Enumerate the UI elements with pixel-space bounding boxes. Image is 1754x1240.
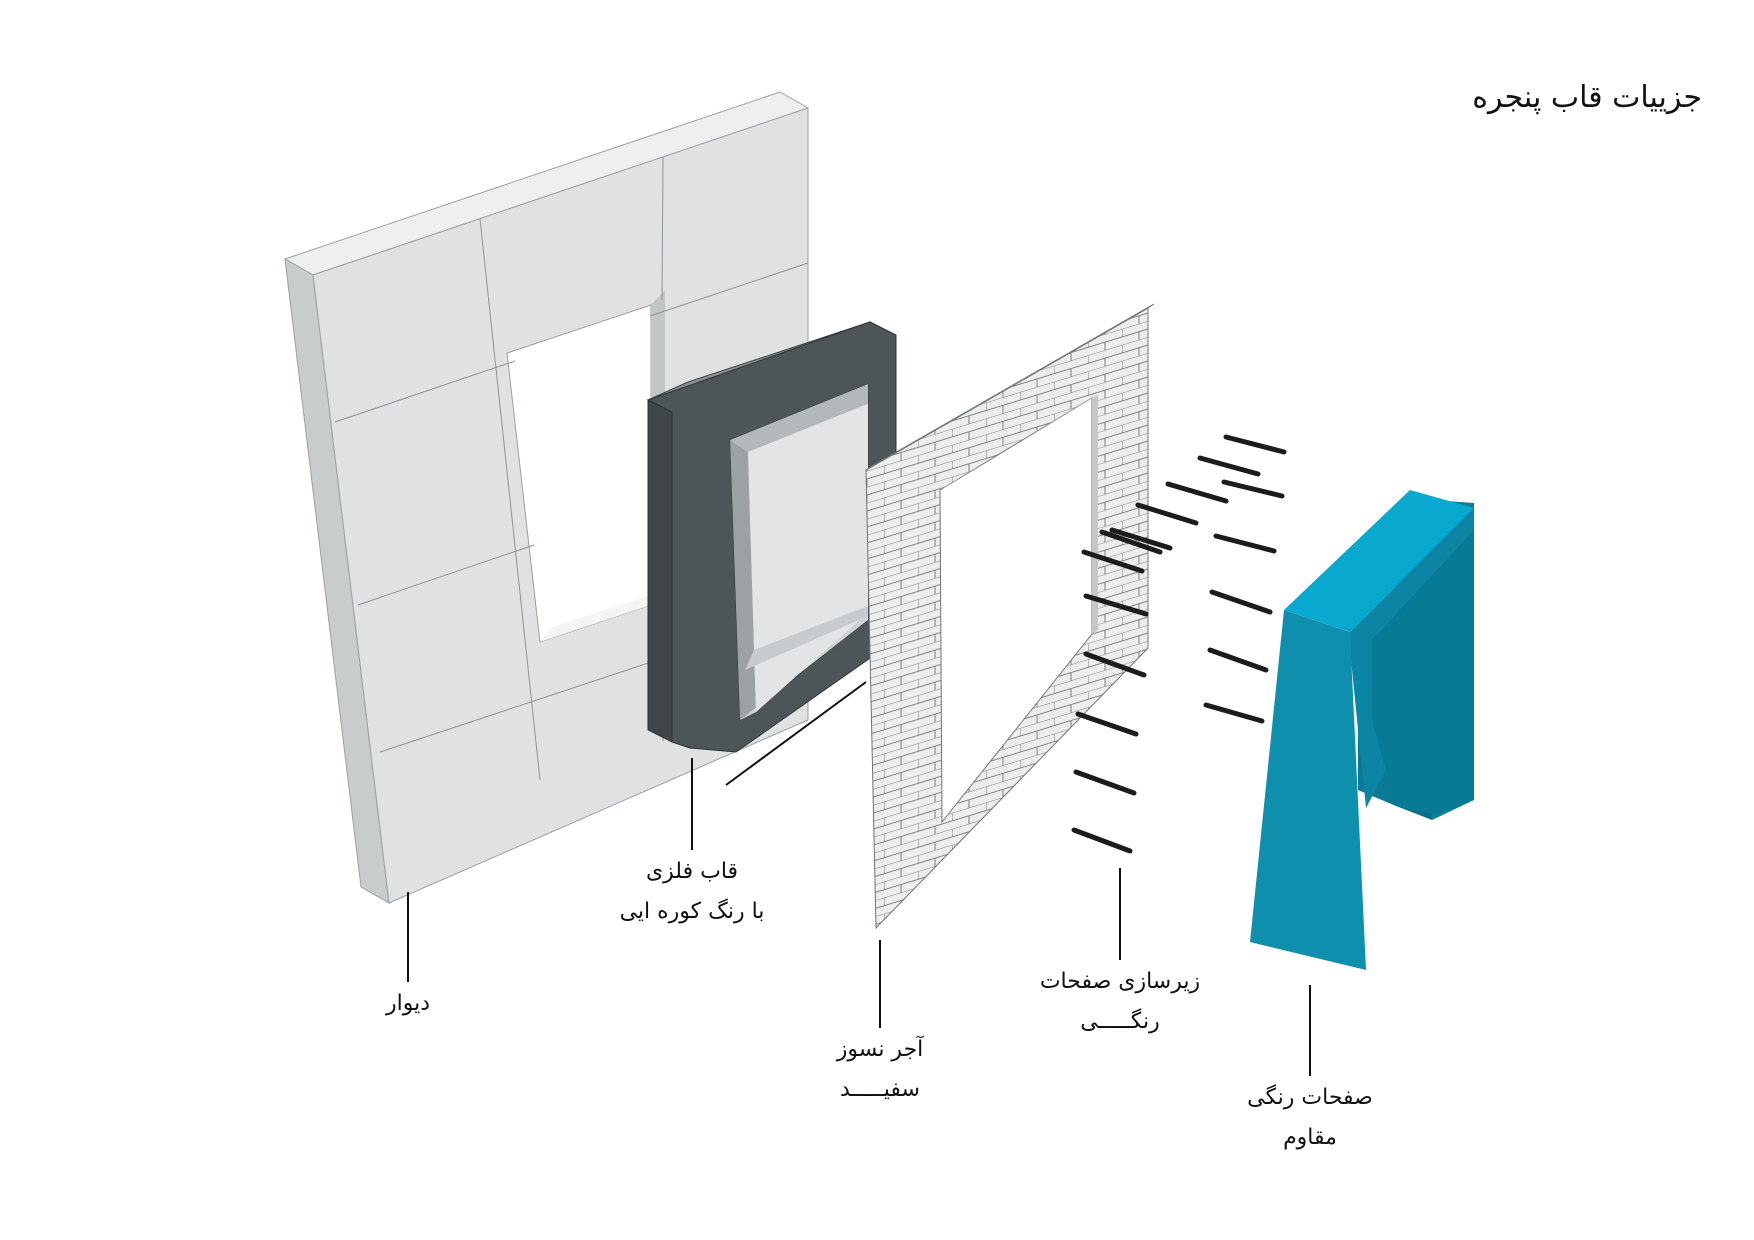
metal-frame: [646, 321, 897, 753]
label-panels: صفحات رنگی مقاوم: [1230, 1078, 1390, 1158]
colored-panels: [1250, 490, 1474, 970]
label-brick: آجر نسوز سفیـــــد: [800, 1030, 960, 1110]
label-brick-line2: سفیـــــد: [840, 1077, 920, 1102]
label-panels-line2: مقاوم: [1283, 1125, 1337, 1150]
label-substructure: زیرسازی صفحات رنگـــــی: [1016, 962, 1224, 1042]
label-wall: دیوار: [360, 984, 456, 1024]
label-metal-frame-line2: با رنگ کوره ایی: [619, 899, 765, 924]
label-brick-line1: آجر نسوز: [836, 1037, 924, 1062]
label-panels-line1: صفحات رنگی: [1247, 1085, 1373, 1110]
label-metal-frame-line1: قاب فلزی: [645, 859, 739, 884]
leader-lines: [407, 681, 1311, 1076]
substructure-bars: [1071, 434, 1287, 854]
brick-frame: [865, 303, 1155, 930]
label-substructure-line1: زیرسازی صفحات: [1039, 969, 1201, 994]
label-wall-line1: دیوار: [385, 991, 431, 1016]
diagram-title: جزییات قاب پنجره: [1472, 80, 1702, 115]
label-substructure-line2: رنگـــــی: [1080, 1009, 1160, 1034]
label-metal-frame: قاب فلزی با رنگ کوره ایی: [592, 852, 792, 932]
